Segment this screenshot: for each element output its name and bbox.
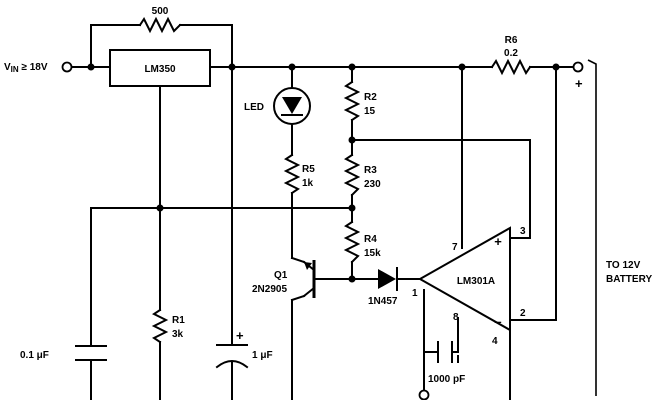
r4-resistor [343, 220, 361, 264]
lm301a-opamp [417, 226, 511, 332]
c-input-value: 0.1 μF [20, 350, 49, 361]
battery-label-line-2: BATTERY [606, 274, 652, 285]
r2-value: 15 [364, 106, 376, 117]
q1-part: 2N2905 [252, 284, 287, 295]
diode-1n457 [369, 267, 398, 291]
opamp-minus: – [494, 314, 501, 329]
led-label: LED [244, 102, 264, 113]
lm350-regulator [109, 49, 211, 87]
opamp-pin-2: 2 [520, 308, 526, 319]
ground-terminal [418, 389, 430, 400]
opamp-pin-3: 3 [520, 226, 526, 237]
r-bypass-resistor [138, 16, 182, 34]
c-adj-value: 1 μF [252, 350, 273, 361]
c-comp-value: 1000 pF [428, 374, 465, 385]
r4-ref: R4 [364, 234, 377, 245]
diode-part: 1N457 [368, 296, 398, 307]
r1-value: 3k [172, 329, 184, 340]
r5-value: 1k [302, 178, 314, 189]
r3-value: 230 [364, 179, 381, 190]
r1-resistor [151, 308, 169, 344]
c-comp-capacitor [437, 341, 453, 363]
r5-ref: R5 [302, 164, 315, 175]
opamp-pin-4: 4 [492, 336, 498, 347]
q1-ref: Q1 [274, 270, 288, 281]
lm350-label: LM350 [144, 64, 176, 75]
lm301a-label: LM301A [457, 276, 495, 287]
output-terminal [572, 61, 584, 73]
r6-value: 0.2 [504, 48, 518, 59]
c-adj-plus: + [236, 328, 244, 343]
opamp-plus: + [494, 234, 502, 249]
c-adj-capacitor [215, 344, 249, 369]
r6-resistor [490, 58, 532, 76]
r2-resistor [343, 80, 361, 122]
r-bypass-value: 500 [152, 6, 169, 17]
r4-value: 15k [364, 248, 381, 259]
junction-dots [87, 63, 560, 283]
led-diode [273, 87, 311, 125]
c-input-capacitor [75, 345, 107, 361]
opamp-pin-8: 8 [453, 312, 459, 323]
q1-transistor [302, 260, 316, 298]
opamp-pin-7: 7 [452, 242, 458, 253]
r6-ref: R6 [505, 35, 518, 46]
r3-resistor [343, 153, 361, 197]
output-plus: + [575, 76, 583, 91]
battery-label-line-1: TO 12V [606, 260, 641, 271]
vin-terminal [61, 61, 73, 73]
vin-label: VIN ≥ 18V [4, 62, 48, 74]
r5-resistor [283, 153, 301, 195]
r2-ref: R2 [364, 92, 377, 103]
r3-ref: R3 [364, 165, 377, 176]
r1-ref: R1 [172, 315, 185, 326]
opamp-pin-1: 1 [412, 288, 418, 299]
